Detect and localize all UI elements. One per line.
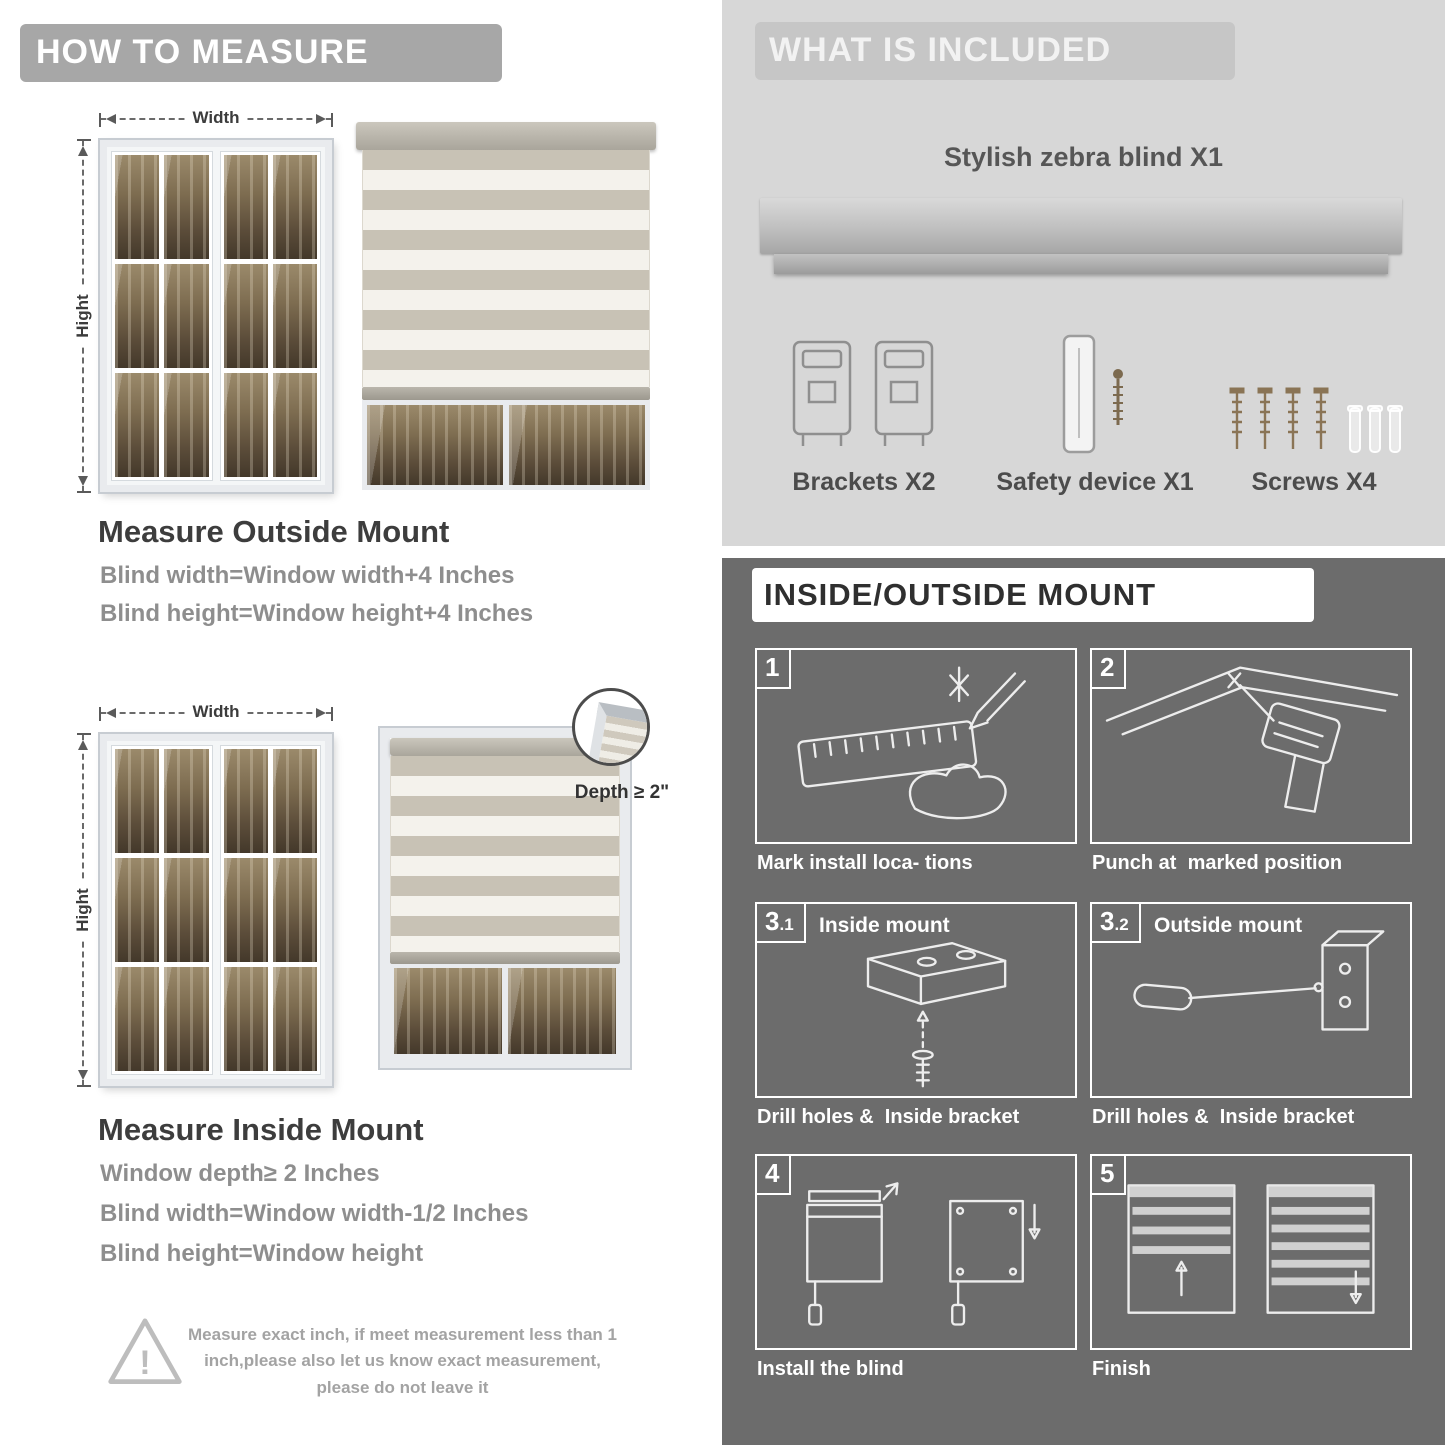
step-caption-3-2: Drill holes & Inside bracket [1092,1106,1355,1128]
how-to-measure-banner: HOW TO MEASURE [20,24,502,82]
zebra-blind-inside-illustration [380,728,630,1068]
safety-device-label: Safety device X1 [996,468,1194,496]
height-measure-arrow: Hight [73,139,93,493]
screws-label: Screws X4 [1251,468,1377,496]
width-label: Width [184,108,248,128]
outside-mount-heading: Measure Outside Mount [98,514,450,549]
blind-valance [390,738,620,756]
screws-icon [1229,387,1329,449]
blind-headrail-illustration [760,198,1402,254]
window-below-blind [362,400,650,490]
step-title: Inside mount [819,914,950,937]
height-label: Hight [73,286,93,346]
inside-mount-heading: Measure Inside Mount [98,1112,424,1147]
outside-bracket-illustration [1133,930,1385,1031]
outside-mount-line1: Blind width=Window width+4 Inches [100,562,515,589]
step-caption-2: Punch at marked position [1092,852,1343,874]
warning-triangle-icon: ! [108,1318,182,1384]
step-number: 1 [757,650,792,689]
window-below-blind [390,964,620,1058]
measure-note-text: Measure exact inch, if meet measurement … [188,1325,617,1397]
step-number: 2 [1092,650,1127,689]
width-measure-arrow: Width [99,108,333,128]
depth-note: Depth ≥ 2" [574,782,670,803]
window-panes [107,147,325,485]
step-number: 3.2 [1092,904,1141,943]
brackets-label: Brackets X2 [792,468,936,496]
step-panel-1: 1 [755,648,1077,844]
step-number: 3.1 [757,904,806,943]
blind-zebra-stripes [390,756,620,952]
step-number: 5 [1092,1156,1127,1195]
step-caption-3-1: Drill holes & Inside bracket [757,1106,1020,1128]
mount-section [722,558,1445,1445]
step-caption-5: Finish [1092,1358,1151,1380]
inside-bracket-illustration [866,942,1007,1088]
window-panes [107,741,325,1079]
blind-zebra-stripes [362,150,650,387]
wall-anchors-icon [1347,405,1403,453]
warning-exclamation-glyph: ! [139,1344,150,1382]
install-blind-illustration [806,1182,1041,1326]
outside-mount-line2: Blind height=Window height+4 Inches [100,600,534,627]
step-panel-5: 5 [1090,1154,1412,1350]
height-measure-arrow-inside: Hight [73,733,93,1087]
blind-bottom-rail [390,952,620,964]
drill-illustration [1105,666,1399,813]
window-corner-zoom [588,702,647,763]
inside-mount-line3: Blind height=Window height [100,1240,424,1267]
width-measure-arrow-inside: Width [99,702,333,722]
zebra-blind-item-label: Stylish zebra blind X1 [943,142,1224,172]
mark-location-illustration [797,666,1026,820]
window-illustration-inside [100,734,332,1086]
width-label: Width [184,702,248,722]
brackets-icon [792,340,934,446]
window-illustration-outside [100,140,332,492]
finished-blinds-illustration [1127,1184,1375,1314]
step-panel-3-2: 3.2 Outside mount [1090,902,1412,1098]
step-number: 4 [757,1156,792,1195]
step-panel-2: 2 [1090,648,1412,844]
zebra-blind-outside-illustration [356,122,656,490]
depth-callout-circle [572,688,650,766]
height-label: Hight [73,880,93,940]
step-panel-3-1: 3.1 Inside mount [755,902,1077,1098]
step-panel-4: 4 [755,1154,1077,1350]
inside-mount-line2: Blind width=Window width-1/2 Inches [100,1200,529,1227]
what-is-included-banner: WHAT IS INCLUDED [755,22,1235,80]
blind-headrail-lip [774,254,1388,274]
step-caption-4: Install the blind [757,1358,904,1380]
blind-bottom-rail [362,387,650,400]
step-title: Outside mount [1154,914,1303,937]
blind-valance [356,122,656,150]
step-caption-1: Mark install loca- tions [757,852,973,874]
inside-mount-line1: Window depth≥ 2 Inches [100,1160,380,1187]
mount-banner: INSIDE/OUTSIDE MOUNT [752,568,1314,622]
safety-device-icon [1062,334,1123,454]
